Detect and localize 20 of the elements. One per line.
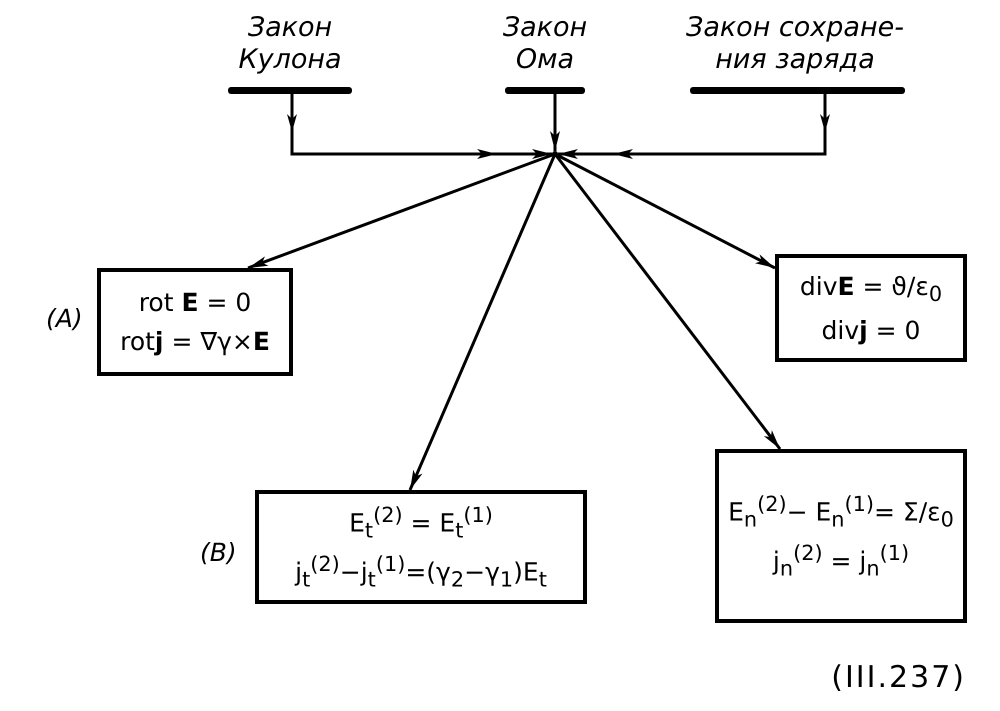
equation: rot E = 0 [138,288,252,317]
equation: rotj = ∇γ×E [120,327,270,356]
formula-box [775,254,967,362]
equation: divj = 0 [822,316,920,344]
formula-box [715,449,967,623]
formula-box [97,268,293,376]
equation-number: (III.237) [831,660,966,695]
arrow [550,94,560,151]
law-name: Закон сохране- ния заряда [685,12,905,76]
law-name: Закон Ома [502,12,588,76]
equation: j$_{t}$$^{(2)}$−j$_{t}$$^{(1)}$=(γ$_{2}$−γ$_{1}$)E$_{t}$ [295,552,547,592]
equation-group-label: (B) [200,538,237,567]
junction-point [552,151,558,157]
formula-box [255,490,587,604]
equation: E$_{n}$$^{(2)}$− E$_{n}$$^{(1)}$= Σ/ε$_{0}$ [728,492,954,531]
arrow [558,94,830,159]
equation-group-label: (A) [46,304,83,333]
arrow [287,94,552,159]
equation: divE = ϑ/ε$_{0}$ [800,272,942,306]
law-name: Закон Кулона [237,12,343,76]
